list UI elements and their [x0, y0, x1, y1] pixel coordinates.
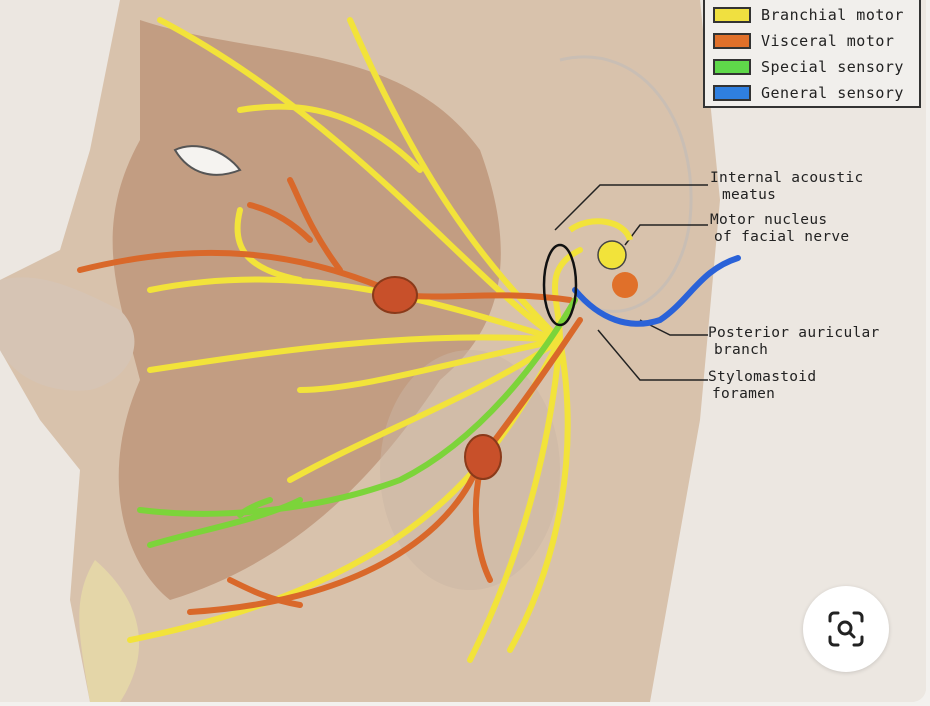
- chin: [79, 560, 140, 702]
- general-sensory-nerve: [572, 255, 741, 327]
- label-posterior-auricular-branch: Posterior auricular branch: [708, 325, 880, 359]
- nerve-loop: [568, 218, 633, 242]
- label-line: foramen: [712, 386, 776, 402]
- visual-search-button[interactable]: [803, 586, 889, 672]
- legend-swatch: [713, 7, 751, 23]
- visceral-nucleus: [612, 272, 638, 298]
- ear-outline: [559, 55, 693, 313]
- eye: [173, 145, 242, 176]
- legend: Branchial motor Visceral motor Special s…: [703, 0, 921, 108]
- legend-item-visceral-motor: Visceral motor: [713, 28, 911, 54]
- label-stylomastoid-foramen: Stylomastoid foramen: [708, 369, 816, 403]
- internal-acoustic-meatus: [542, 243, 578, 327]
- special-sensory-nerves: [137, 297, 578, 548]
- label-line: meatus: [722, 187, 777, 203]
- label-internal-acoustic-meatus: Internal acoustic meatus: [710, 170, 864, 204]
- legend-item-branchial-motor: Branchial motor: [713, 2, 911, 28]
- submandibular-ganglion: [464, 434, 502, 480]
- legend-item-special-sensory: Special sensory: [713, 54, 911, 80]
- label-line: Stylomastoid: [708, 369, 817, 385]
- legend-swatch: [713, 85, 751, 101]
- motor-nucleus: [597, 240, 627, 270]
- label-motor-nucleus: Motor nucleus of facial nerve: [710, 212, 849, 246]
- label-line: of facial nerve: [714, 229, 850, 245]
- label-line: Motor nucleus: [710, 212, 828, 228]
- legend-label: Branchial motor: [761, 6, 904, 24]
- label-line: branch: [714, 342, 769, 358]
- legend-item-general-sensory: General sensory: [713, 80, 911, 106]
- legend-label: Visceral motor: [761, 32, 895, 50]
- legend-swatch: [713, 59, 751, 75]
- visual-search-icon: [828, 611, 864, 647]
- label-line: Internal acoustic: [710, 170, 864, 186]
- legend-label: General sensory: [761, 84, 904, 102]
- nose: [0, 277, 135, 391]
- legend-label: Special sensory: [761, 58, 904, 76]
- label-line: Posterior auricular: [708, 325, 880, 341]
- branchial-motor-nerves: [127, 17, 583, 663]
- pterygopalatine-ganglion: [372, 276, 418, 314]
- legend-swatch: [713, 33, 751, 49]
